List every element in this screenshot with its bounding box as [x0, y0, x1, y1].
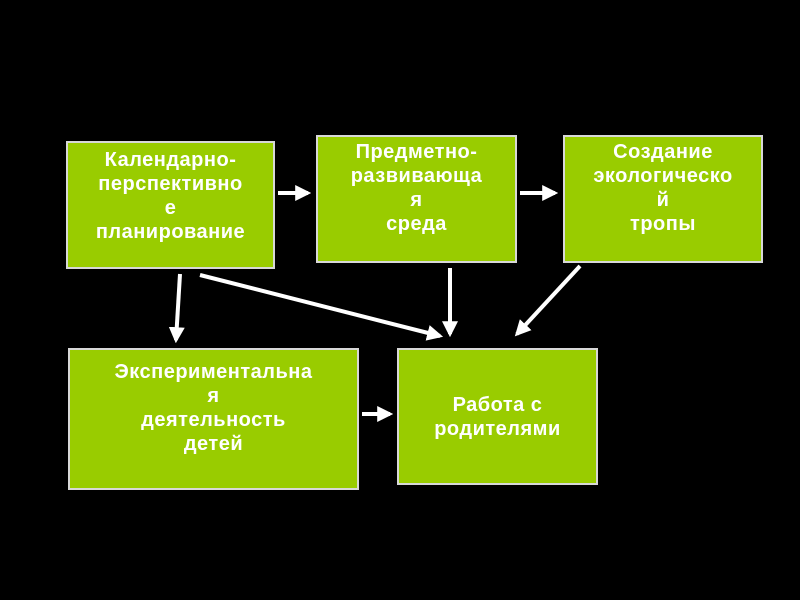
node-calendar-planning: Календарно- перспективно е планирование [66, 141, 275, 269]
node-parents-line-2: родителями [434, 417, 561, 440]
node-experiment-line-4: детей [183, 433, 244, 455]
node-trail-line-2: экологическо [593, 165, 733, 187]
node-calendar-line-2: перспективно [98, 173, 243, 195]
node-calendar-line-4: планирование [95, 221, 246, 243]
node-environment-line-4: среда [386, 213, 447, 235]
node-work-with-parents: Работа с родителями [397, 348, 598, 485]
node-trail-line-1: Создание [613, 141, 713, 163]
node-trail-line-3: й [656, 189, 670, 211]
node-developing-environment: Предметно- развивающа я среда [316, 135, 517, 263]
edge-calendar-to-parents [199, 273, 444, 341]
node-calendar-line-1: Календарно- [104, 149, 237, 171]
node-experiment-line-3: деятельность [141, 409, 286, 431]
node-parents-line-1: Работа с [452, 393, 543, 416]
edge-trail-to-parents [514, 264, 582, 337]
edge-calendar-to-experiment [168, 273, 185, 344]
node-calendar-line-3: е [164, 197, 177, 219]
node-environment-line-1: Предметно- [355, 141, 478, 163]
node-experiment-line-1: Экспериментальна [114, 361, 313, 383]
node-experimental-activity: Экспериментальна я деятельность детей [68, 348, 359, 490]
node-trail-line-4: тропы [630, 213, 696, 235]
node-ecological-trail: Создание экологическо й тропы [563, 135, 763, 263]
node-environment-line-2: развивающа [350, 165, 483, 187]
node-experiment-line-2: я [207, 385, 220, 407]
node-environment-line-3: я [410, 189, 423, 211]
